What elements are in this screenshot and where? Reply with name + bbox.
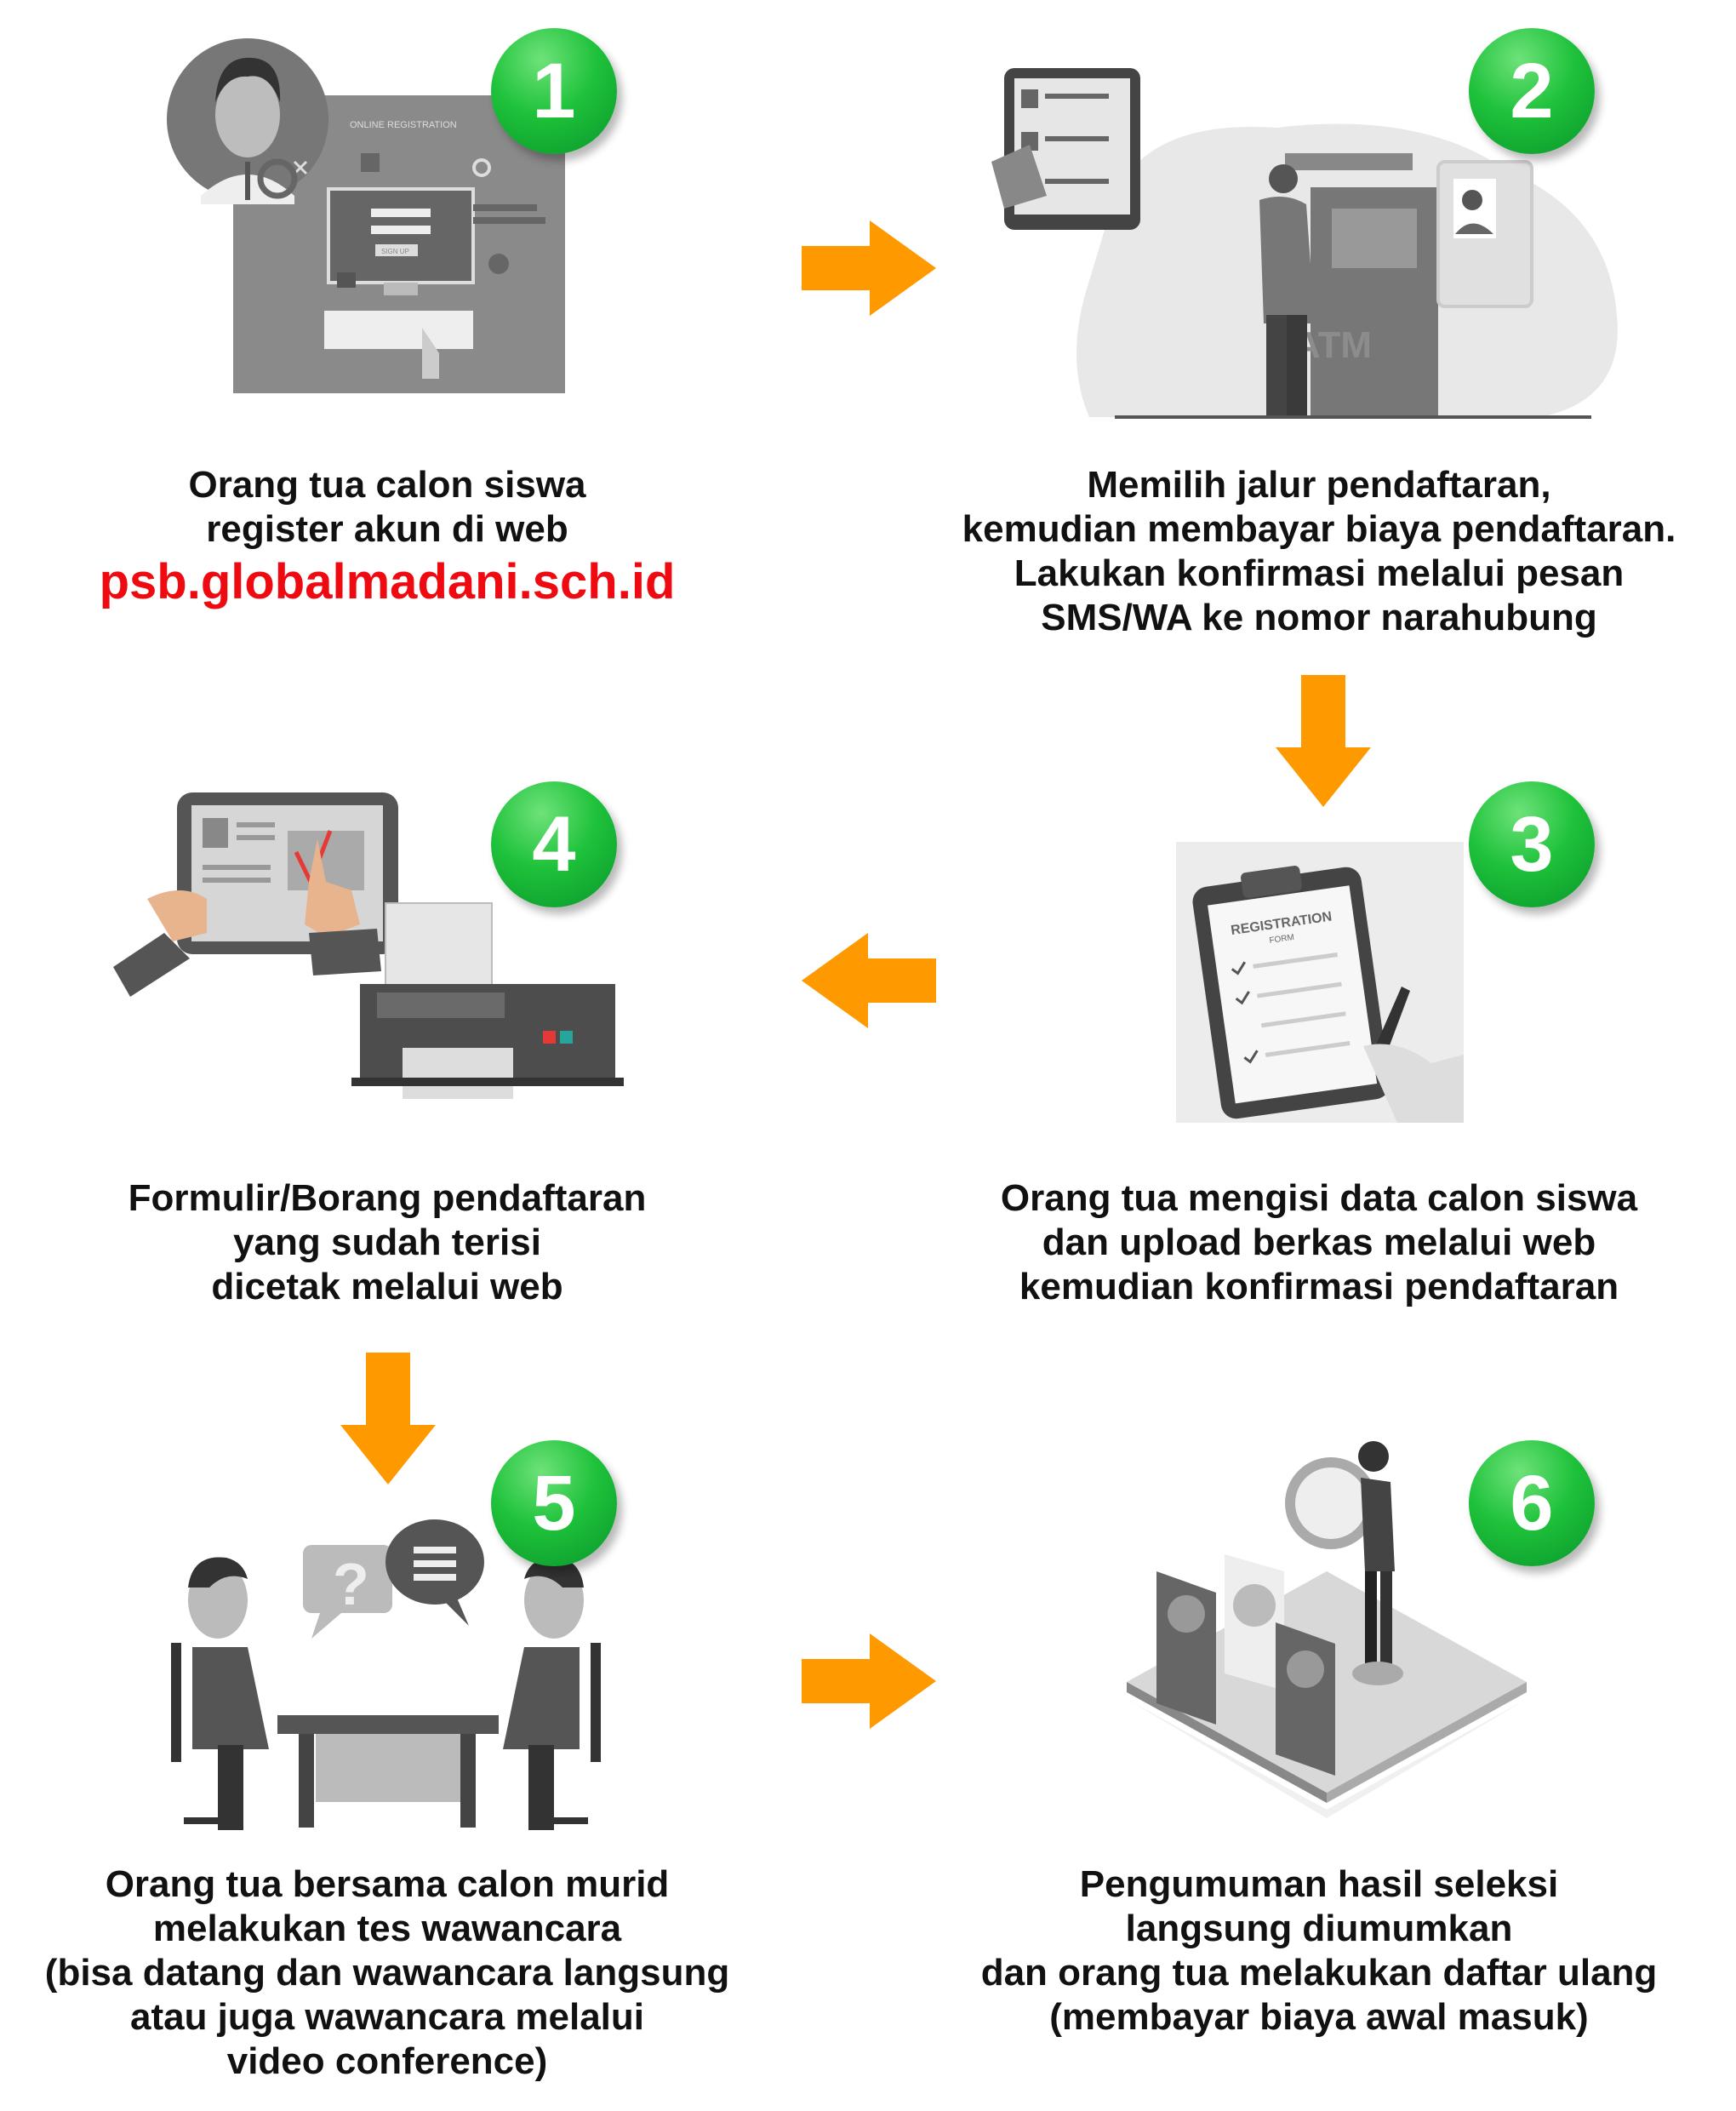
step-2-badge: 2 [1469,28,1595,154]
registration-website-link[interactable]: psb.globalmadani.sch.id [99,554,676,609]
caption-line: Formulir/Borang pendaftaran [128,1177,647,1219]
tablet-printer-illustration [113,792,624,1099]
caption-line: Lakukan konfirmasi melalui pesan [1014,552,1625,594]
caption-line: (membayar biaya awal masuk) [1049,1996,1589,2038]
step-1-caption: Orang tua calon siswa register akun di w… [47,463,728,613]
online-registration-illustration: ONLINE REGISTRATION SIGN UP [167,38,565,393]
caption-line: dicetak melalui web [211,1266,563,1307]
caption-line: register akun di web [206,508,568,550]
caption-line: Pengumuman hasil seleksi [1079,1863,1559,1905]
caption-line: Orang tua mengisi data calon siswa [1000,1177,1638,1219]
arrow-right-5-to-6 [802,1633,936,1729]
step-4-badge: 4 [491,781,617,907]
question-mark: ? [333,1551,369,1617]
caption-line: SMS/WA ke nomor narahubung [1041,597,1597,638]
arrow-down-4-to-5 [340,1353,436,1485]
step-5-badge: 5 [491,1440,617,1566]
step-4-caption: Formulir/Borang pendaftaran yang sudah t… [47,1176,728,1309]
caption-line: dan upload berkas melalui web [1042,1221,1596,1263]
caption-line: Memilih jalur pendaftaran, [1087,464,1551,506]
step-3-badge: 3 [1469,781,1595,907]
caption-line: Orang tua calon siswa [188,464,586,506]
caption-line: yang sudah terisi [233,1221,541,1263]
arrow-right-1-to-2 [802,220,936,316]
step-6-badge: 6 [1469,1440,1595,1566]
caption-line: video conference) [226,2040,548,2082]
step-1-badge: 1 [491,28,617,154]
step-3-caption: Orang tua mengisi data calon siswa dan u… [936,1176,1702,1309]
step-6-caption: Pengumuman hasil seleksi langsung diumum… [936,1862,1702,2039]
caption-line: (bisa datang dan wawancara langsung [44,1952,730,1994]
form-subtitle: FORM [1269,933,1295,946]
signup-label: SIGN UP [381,248,409,255]
caption-line: melakukan tes wawancara [152,1908,622,1949]
interview-illustration: ? [171,1519,601,1830]
caption-line: Orang tua bersama calon murid [105,1863,670,1905]
announcement-illustration [1127,1441,1527,1818]
caption-line: langsung diumumkan [1125,1908,1513,1949]
caption-line: dan orang tua melakukan daftar ulang [980,1952,1658,1994]
caption-line: kemudian membayar biaya pendaftaran. [962,508,1676,550]
registration-form-illustration: REGISTRATION FORM [1176,842,1464,1123]
payment-atm-illustration: ATM [991,68,1618,419]
step-5-caption: Orang tua bersama calon murid melakukan … [17,1862,757,2084]
caption-line: atau juga wawancara melalui [129,1996,644,2038]
arrow-left-3-to-4 [802,933,936,1028]
caption-line: kemudian konfirmasi pendaftaran [1019,1266,1619,1307]
arrow-down-2-to-3 [1276,675,1371,807]
illustration-title: ONLINE REGISTRATION [350,120,457,130]
step-2-caption: Memilih jalur pendaftaran, kemudian memb… [936,463,1702,640]
